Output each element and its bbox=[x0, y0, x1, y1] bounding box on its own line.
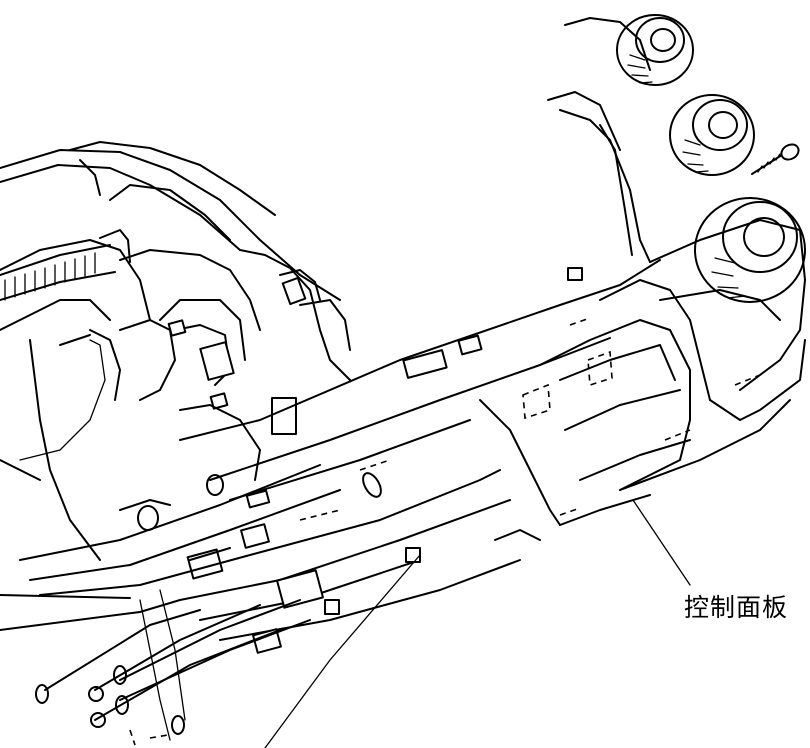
air-vent-middle bbox=[669, 94, 755, 176]
air-vent-top bbox=[616, 14, 694, 86]
trim-panel bbox=[19, 259, 661, 654]
control-panel bbox=[479, 17, 806, 541]
screw-icon bbox=[751, 143, 800, 175]
leader-lines bbox=[264, 499, 691, 748]
control-panel-label: 控制面板 bbox=[684, 593, 789, 622]
air-vent-bottom bbox=[694, 197, 806, 303]
cable-harness bbox=[0, 339, 311, 746]
center-console bbox=[119, 249, 351, 580]
dashboard-body bbox=[0, 141, 341, 561]
